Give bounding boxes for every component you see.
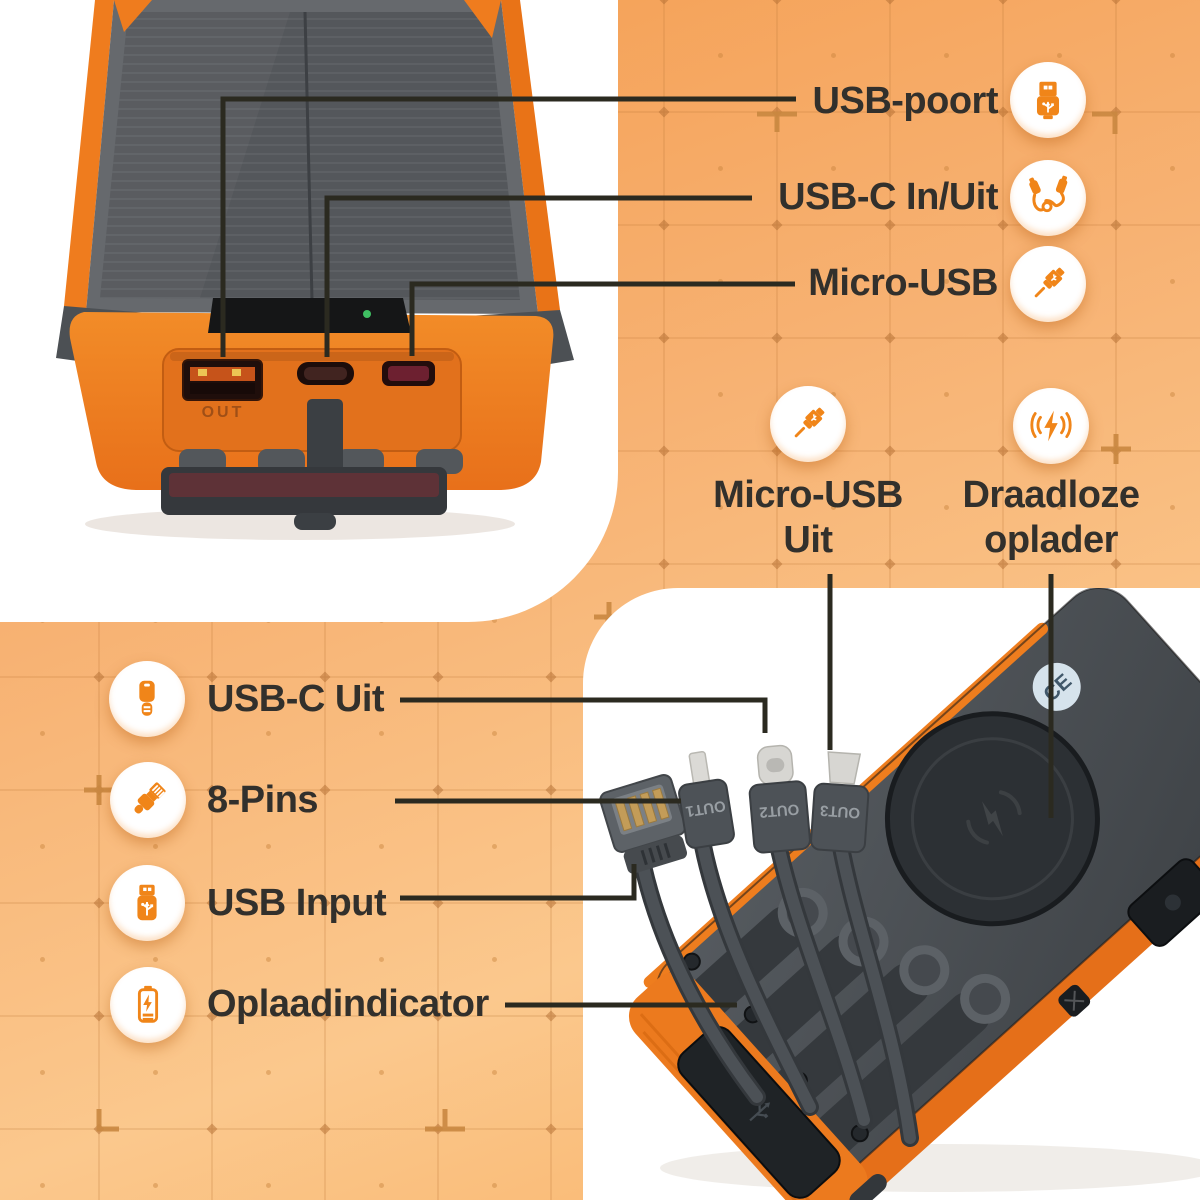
usb-stick-icon <box>137 884 157 921</box>
wireless-charger-icon <box>1030 410 1072 442</box>
display-window <box>208 298 411 333</box>
kickstand <box>161 399 447 530</box>
status-led <box>363 310 371 318</box>
usb-c-cable-head: OUT2 <box>748 744 811 854</box>
label-usb-input: USB Input <box>207 882 387 924</box>
solar-panel <box>64 0 560 314</box>
label-oplaadindicator: Oplaadindicator <box>207 983 489 1025</box>
badge-usb-input <box>109 865 185 941</box>
badge-micro-usb-uit <box>770 386 846 462</box>
cable-label-out2: OUT2 <box>759 800 800 820</box>
badge-8-pins <box>110 762 186 838</box>
cable-label-out3: OUT3 <box>820 802 861 822</box>
usb-plug-icon <box>1036 81 1060 120</box>
label-usb-c-in-uit: USB-C In/Uit <box>778 176 998 218</box>
usb-c-port <box>297 362 354 385</box>
usb-a-port: OUT <box>182 359 263 421</box>
battery-charging-icon <box>137 985 159 1023</box>
label-usb-poort: USB-poort <box>812 80 999 122</box>
usb-a-cable-head <box>599 774 688 874</box>
lightning-cable-head: OUT1 <box>678 750 735 849</box>
badge-micro-usb <box>1010 246 1086 322</box>
badge-draadloze-oplader <box>1013 388 1089 464</box>
badge-usb-c-in-uit <box>1010 160 1086 236</box>
built-in-cables <box>634 831 919 1147</box>
badge-oplaadindicator <box>110 967 186 1043</box>
usb-c-cable-icon <box>1029 175 1068 213</box>
usb-a-port-label: OUT <box>202 404 245 421</box>
micro-usb-cable-head: OUT3 <box>810 751 870 854</box>
badge-usb-c-uit <box>109 661 185 737</box>
badge-usb-poort <box>1010 62 1086 138</box>
photo-panel-bottom-right: CE <box>583 588 1200 1200</box>
powerbank-front-photo: OUT <box>56 0 574 540</box>
ce-badge: CE <box>1032 662 1081 711</box>
label-usb-c-uit: USB-C Uit <box>207 678 385 720</box>
label-micro-usb: Micro-USB <box>808 262 998 304</box>
micro-usb-port <box>382 361 435 386</box>
photo-panel-top-left: OUT <box>0 0 618 622</box>
label-8-pins: 8-Pins <box>207 779 319 821</box>
side-port-flap <box>1058 858 1200 1017</box>
powerbank-cables-photo: CE <box>599 588 1200 1200</box>
usb-c-plug-icon <box>139 680 155 716</box>
cable-label-out1: OUT1 <box>685 797 727 820</box>
micro-usb-cable-icon <box>794 407 825 438</box>
micro-usb-cable-icon <box>1034 267 1065 298</box>
powerbank-front-face: OUT <box>56 298 574 530</box>
lightning-connector-icon <box>134 782 166 814</box>
